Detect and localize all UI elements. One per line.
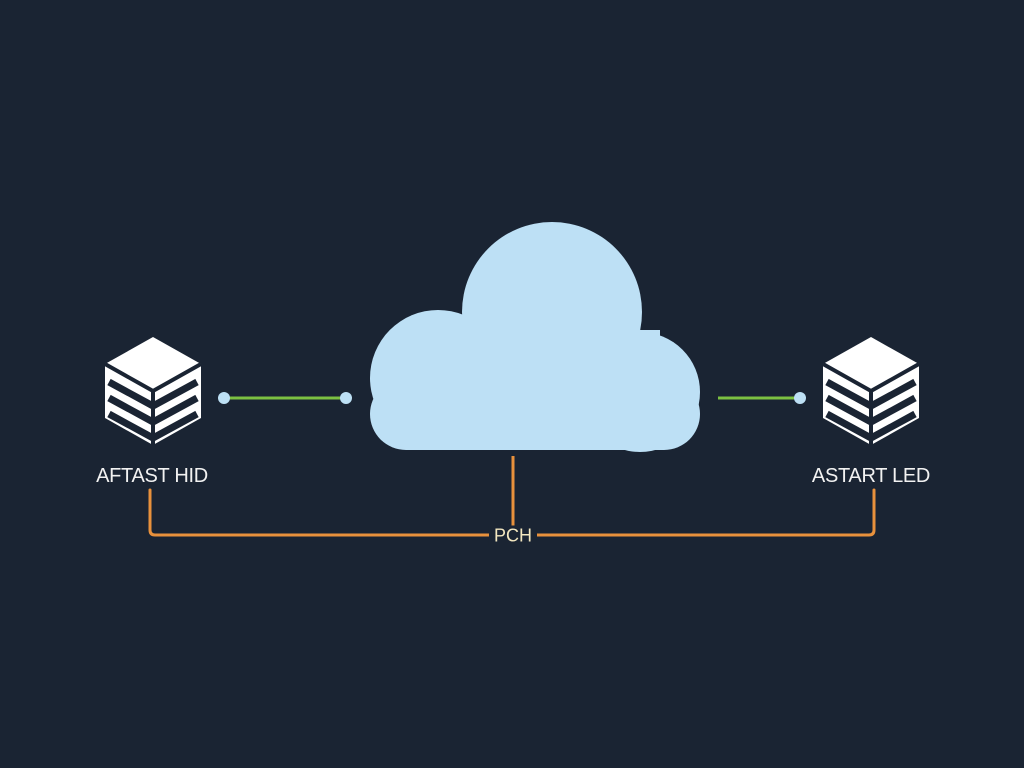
link-left-to-cloud [218,392,352,404]
server-stack-icon [822,337,920,445]
left-server-label: AFTAST HID [96,465,208,487]
pch-link-label: PCH [488,525,538,547]
right-server-label: ASTART LED [811,465,931,487]
link-left-endpoint-end [340,392,352,404]
server-stack-icon [104,337,202,445]
link-right-endpoint [794,392,806,404]
cloud-icon [370,222,700,452]
link-left-endpoint-start [218,392,230,404]
link-cloud-to-right [718,392,806,404]
pch-bus [148,456,876,537]
